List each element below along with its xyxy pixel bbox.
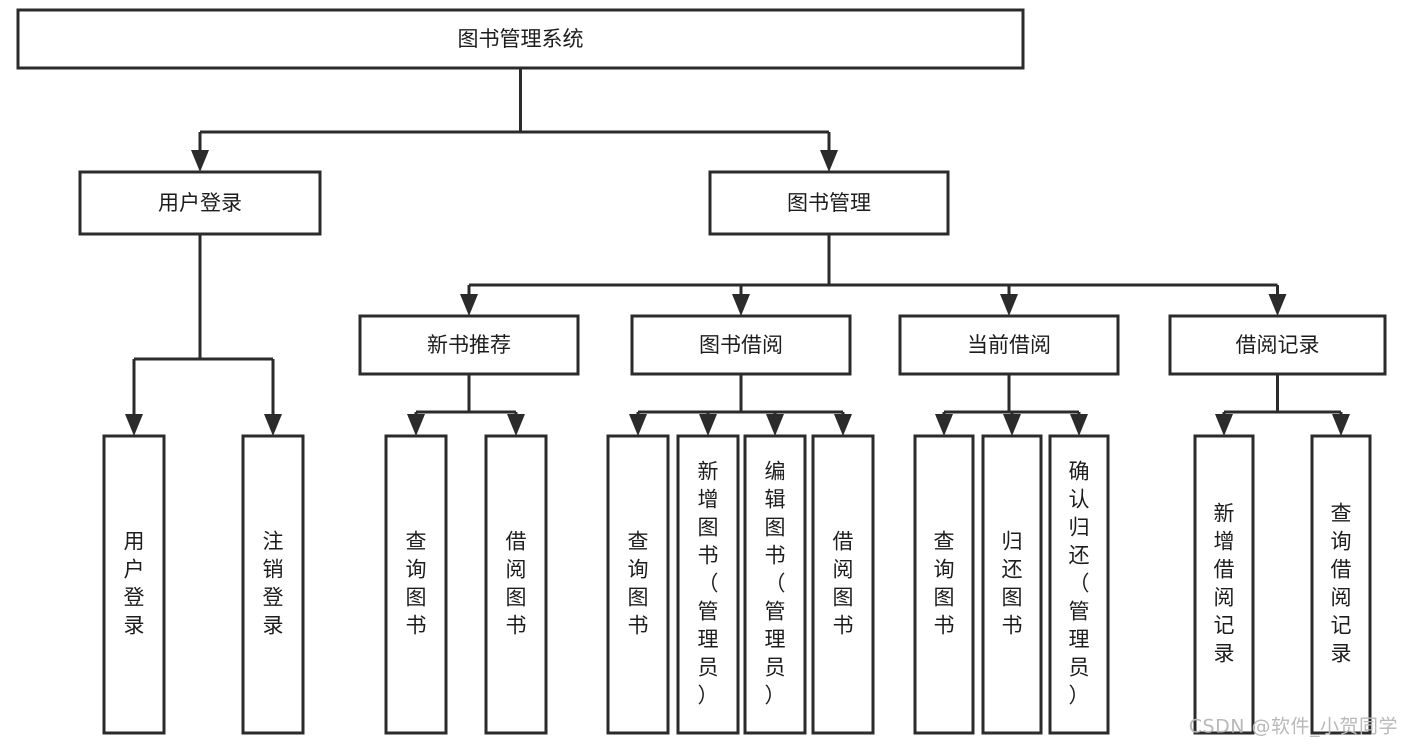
- arrow-head-book-borrow: [732, 294, 750, 316]
- node-leaf-logout[interactable]: 注销登录: [241, 434, 305, 735]
- node-box-book-manage[interactable]: [708, 170, 950, 236]
- node-root[interactable]: 图书管理系统: [16, 8, 1025, 70]
- node-box-leaf-add-book[interactable]: [676, 434, 740, 735]
- arrow-head-book-manage: [820, 150, 838, 172]
- connector-layer: [125, 68, 1350, 436]
- node-leaf-edit-book[interactable]: 编辑图书（管理员）: [743, 434, 807, 735]
- arrow-head-leaf-query-book-current: [935, 414, 953, 436]
- node-box-root[interactable]: [16, 8, 1025, 70]
- arrow-head-borrow-record: [1268, 294, 1287, 316]
- node-user-login[interactable]: 用户登录: [78, 170, 322, 236]
- node-label-leaf-query-borrow-record: 查询借阅记录: [1331, 502, 1352, 666]
- node-book-borrow[interactable]: 图书借阅: [630, 314, 852, 376]
- arrow-head-leaf-query-book-recommend: [407, 414, 425, 436]
- node-label-leaf-confirm-return: 确认归还（管理员）: [1069, 460, 1090, 708]
- node-label-leaf-user-login: 用户登录: [124, 530, 145, 638]
- node-box-leaf-logout[interactable]: [241, 434, 305, 735]
- node-box-leaf-edit-book[interactable]: [743, 434, 807, 735]
- arrow-head-user-login: [191, 150, 209, 172]
- node-label-user-login: 用户登录: [158, 191, 242, 215]
- arrow-head-leaf-return-book: [1003, 414, 1021, 436]
- node-leaf-query-borrow-record[interactable]: 查询借阅记录: [1310, 434, 1372, 735]
- arrow-head-leaf-add-book: [699, 414, 717, 436]
- node-label-new-book-recommend: 新书推荐: [427, 333, 511, 357]
- node-leaf-query-book-borrow[interactable]: 查询图书: [606, 434, 670, 735]
- node-label-book-borrow: 图书借阅: [699, 333, 783, 357]
- node-box-leaf-borrow-book-recommend[interactable]: [484, 434, 548, 735]
- node-label-leaf-query-book-recommend: 查询图书: [406, 530, 427, 638]
- node-label-leaf-add-borrow-record: 新增借阅记录: [1214, 502, 1235, 666]
- node-label-leaf-edit-book: 编辑图书（管理员）: [765, 460, 786, 708]
- node-borrow-record[interactable]: 借阅记录: [1168, 314, 1387, 376]
- arrow-head-leaf-borrow-book-recommend: [507, 414, 525, 436]
- node-label-leaf-add-book: 新增图书（管理员）: [698, 460, 719, 708]
- arrow-head-leaf-add-borrow-record: [1215, 414, 1233, 436]
- node-leaf-borrow-book-recommend[interactable]: 借阅图书: [484, 434, 548, 735]
- node-book-manage[interactable]: 图书管理: [708, 170, 950, 236]
- node-leaf-user-login[interactable]: 用户登录: [102, 434, 166, 735]
- node-leaf-add-borrow-record[interactable]: 新增借阅记录: [1193, 434, 1255, 735]
- node-box-new-book-recommend[interactable]: [358, 314, 580, 376]
- arrow-head-leaf-borrow-book: [834, 414, 852, 436]
- node-label-leaf-borrow-book: 借阅图书: [833, 530, 854, 638]
- node-box-leaf-return-book[interactable]: [981, 434, 1043, 735]
- node-leaf-add-book[interactable]: 新增图书（管理员）: [676, 434, 740, 735]
- node-label-leaf-return-book: 归还图书: [1002, 530, 1023, 638]
- node-box-user-login[interactable]: [78, 170, 322, 236]
- node-label-borrow-record: 借阅记录: [1236, 333, 1320, 357]
- node-label-leaf-borrow-book-recommend: 借阅图书: [506, 530, 527, 638]
- node-leaf-confirm-return[interactable]: 确认归还（管理员）: [1048, 434, 1110, 735]
- arrow-head-leaf-user-login: [125, 414, 143, 436]
- node-label-root: 图书管理系统: [458, 27, 584, 51]
- node-leaf-return-book[interactable]: 归还图书: [981, 434, 1043, 735]
- node-box-book-borrow[interactable]: [630, 314, 852, 376]
- node-box-leaf-add-borrow-record[interactable]: [1193, 434, 1255, 735]
- node-box-borrow-record[interactable]: [1168, 314, 1387, 376]
- arrow-head-leaf-edit-book: [766, 414, 784, 436]
- node-box-leaf-query-borrow-record[interactable]: [1310, 434, 1372, 735]
- node-leaf-query-book-recommend[interactable]: 查询图书: [384, 434, 448, 735]
- node-box-leaf-query-book-current[interactable]: [913, 434, 975, 735]
- node-label-leaf-logout: 注销登录: [263, 530, 284, 638]
- node-box-current-borrow[interactable]: [898, 314, 1120, 376]
- node-label-current-borrow: 当前借阅: [967, 333, 1051, 357]
- arrow-head-leaf-confirm-return: [1070, 414, 1088, 436]
- node-box-leaf-confirm-return[interactable]: [1048, 434, 1110, 735]
- node-box-leaf-user-login[interactable]: [102, 434, 166, 735]
- node-leaf-borrow-book[interactable]: 借阅图书: [811, 434, 875, 735]
- arrow-head-leaf-query-book-borrow: [629, 414, 647, 436]
- node-leaf-query-book-current[interactable]: 查询图书: [913, 434, 975, 735]
- csdn-watermark: CSDN @软件_小贺同学: [1189, 716, 1398, 738]
- node-box-leaf-borrow-book[interactable]: [811, 434, 875, 735]
- arrow-head-leaf-logout: [264, 414, 282, 436]
- node-layer: 图书管理系统用户登录图书管理新书推荐图书借阅当前借阅借阅记录用户登录注销登录查询…: [16, 8, 1387, 735]
- node-new-book-recommend[interactable]: 新书推荐: [358, 314, 580, 376]
- arrow-head-current-borrow: [1000, 294, 1018, 316]
- node-label-leaf-query-book-current: 查询图书: [934, 530, 955, 638]
- node-box-leaf-query-book-borrow[interactable]: [606, 434, 670, 735]
- arrow-head-leaf-query-borrow-record: [1332, 414, 1350, 436]
- node-label-book-manage: 图书管理: [787, 191, 871, 215]
- node-label-leaf-query-book-borrow: 查询图书: [628, 530, 649, 638]
- arrow-head-new-book-recommend: [460, 294, 478, 316]
- node-box-leaf-query-book-recommend[interactable]: [384, 434, 448, 735]
- node-current-borrow[interactable]: 当前借阅: [898, 314, 1120, 376]
